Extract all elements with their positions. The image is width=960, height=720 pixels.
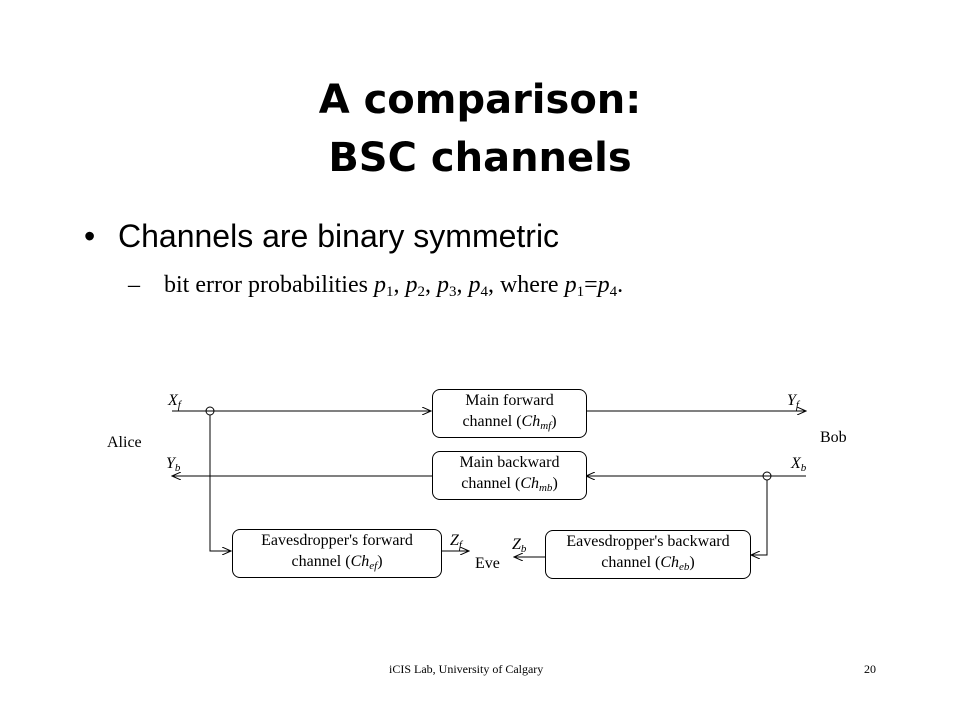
eve-backward-line1: Eavesdropper's backward: [566, 533, 730, 550]
footer-text: iCIS Lab, University of Calgary: [389, 662, 544, 676]
dash-icon: –: [128, 272, 140, 298]
bullet-text: Channels are binary symmetric: [118, 218, 560, 254]
eve-forward-channel-box: Eavesdropper's forward channel (Chef): [232, 529, 442, 578]
eve-backward-channel-box: Eavesdropper's backward channel (Cheb): [545, 530, 751, 579]
sub-bullet-text: bit error probabilities p1, p2, p3, p4, …: [164, 272, 624, 300]
slide-title-line1: A comparison:: [318, 77, 642, 123]
label-xf: Xf: [168, 392, 181, 411]
alice-to-eve-forward-arrow: [209, 415, 231, 551]
label-zf: Zf: [450, 532, 462, 551]
slide-title-line2: BSC channels: [328, 135, 632, 181]
main-forward-line2: channel (Chmf): [462, 413, 557, 432]
eve-forward-line2: channel (Chef): [291, 553, 383, 572]
main-forward-line1: Main forward: [465, 392, 554, 409]
bob-label: Bob: [820, 429, 847, 446]
eve-backward-line2: channel (Cheb): [601, 554, 695, 573]
eve-label: Eve: [475, 555, 500, 572]
bob-to-eve-backward-arrow: [751, 480, 768, 555]
label-yb: Yb: [166, 455, 181, 474]
label-zb: Zb: [512, 536, 527, 555]
alice-label: Alice: [107, 434, 142, 451]
main-backward-channel-box: Main backward channel (Chmb): [432, 451, 587, 500]
main-backward-line2: channel (Chmb): [461, 475, 558, 494]
bullet-dot-icon: •: [84, 218, 96, 254]
sub-bullet-item: –bit error probabilities p1, p2, p3, p4,…: [128, 272, 623, 301]
main-backward-line1: Main backward: [459, 454, 560, 471]
main-forward-channel-box: Main forward channel (Chmf): [432, 389, 587, 438]
bullet-item: • Channels are binary symmetric: [84, 218, 559, 255]
label-xb: Xb: [791, 455, 807, 474]
label-yf: Yf: [787, 392, 799, 411]
eve-forward-line1: Eavesdropper's forward: [261, 532, 413, 549]
page-number: 20: [864, 662, 876, 676]
